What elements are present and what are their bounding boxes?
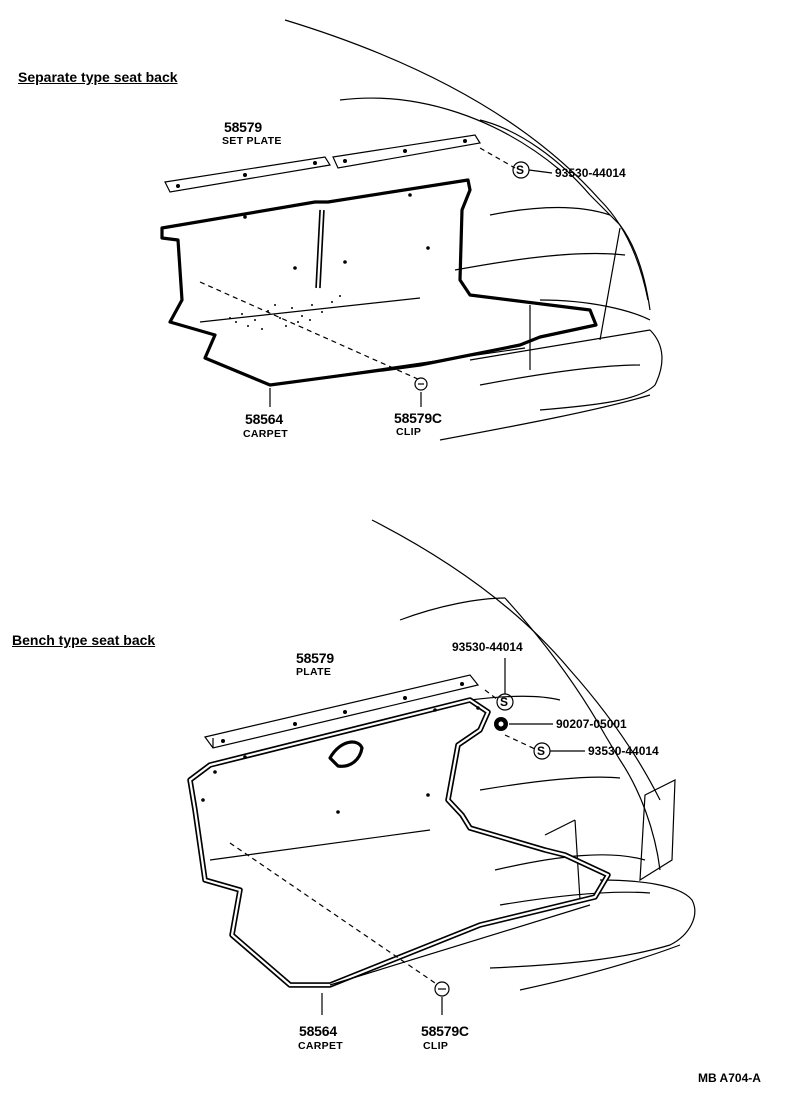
bench-screw-marker-top: S — [500, 695, 509, 709]
bench-carpet — [187, 697, 611, 988]
bench-nut-code: 90207-05001 — [556, 717, 627, 731]
separate-set-plate-name: SET PLATE — [222, 135, 282, 147]
bench-car-body — [371, 519, 696, 991]
bench-clip-number: 58579C — [421, 1023, 469, 1039]
separate-set-plate — [164, 134, 481, 193]
bench-screw-symbol-bottom — [533, 742, 551, 760]
bench-leaders — [229, 658, 585, 1015]
separate-carpet-name: CARPET — [243, 428, 288, 440]
separate-screw-marker: S — [516, 163, 525, 177]
separate-carpet-number: 58564 — [245, 411, 283, 427]
bench-nut-icon — [494, 717, 508, 731]
separate-screw-code: 93530-44014 — [555, 166, 626, 180]
figure-code: MB A704-A — [698, 1071, 761, 1085]
bench-section-title: Bench type seat back — [12, 632, 156, 648]
bench-screw-marker-bottom: S — [537, 744, 546, 758]
separate-carpet — [160, 178, 598, 387]
bench-clip-name: CLIP — [423, 1040, 449, 1052]
bench-clip-icon — [434, 981, 450, 997]
bench-carpet-number: 58564 — [299, 1023, 337, 1039]
bench-plate-name: PLATE — [296, 666, 332, 678]
bench-screw-symbol-top — [496, 693, 514, 711]
separate-leaders — [199, 147, 553, 407]
separate-set-plate-number: 58579 — [224, 119, 262, 135]
bench-screw-code-top: 93530-44014 — [452, 640, 523, 654]
bench-carpet-name: CARPET — [298, 1040, 343, 1052]
separate-clip-name: CLIP — [396, 426, 422, 438]
separate-carpet-texture — [229, 295, 341, 330]
separate-clip-icon — [414, 377, 428, 391]
bench-screw-code-bottom: 93530-44014 — [588, 744, 659, 758]
separate-car-body — [284, 19, 663, 441]
separate-screw-symbol — [512, 161, 530, 179]
separate-clip-number: 58579C — [394, 410, 442, 426]
bench-plate-number: 58579 — [296, 650, 334, 666]
bench-plate — [203, 674, 480, 749]
separate-section-title: Separate type seat back — [18, 69, 178, 85]
